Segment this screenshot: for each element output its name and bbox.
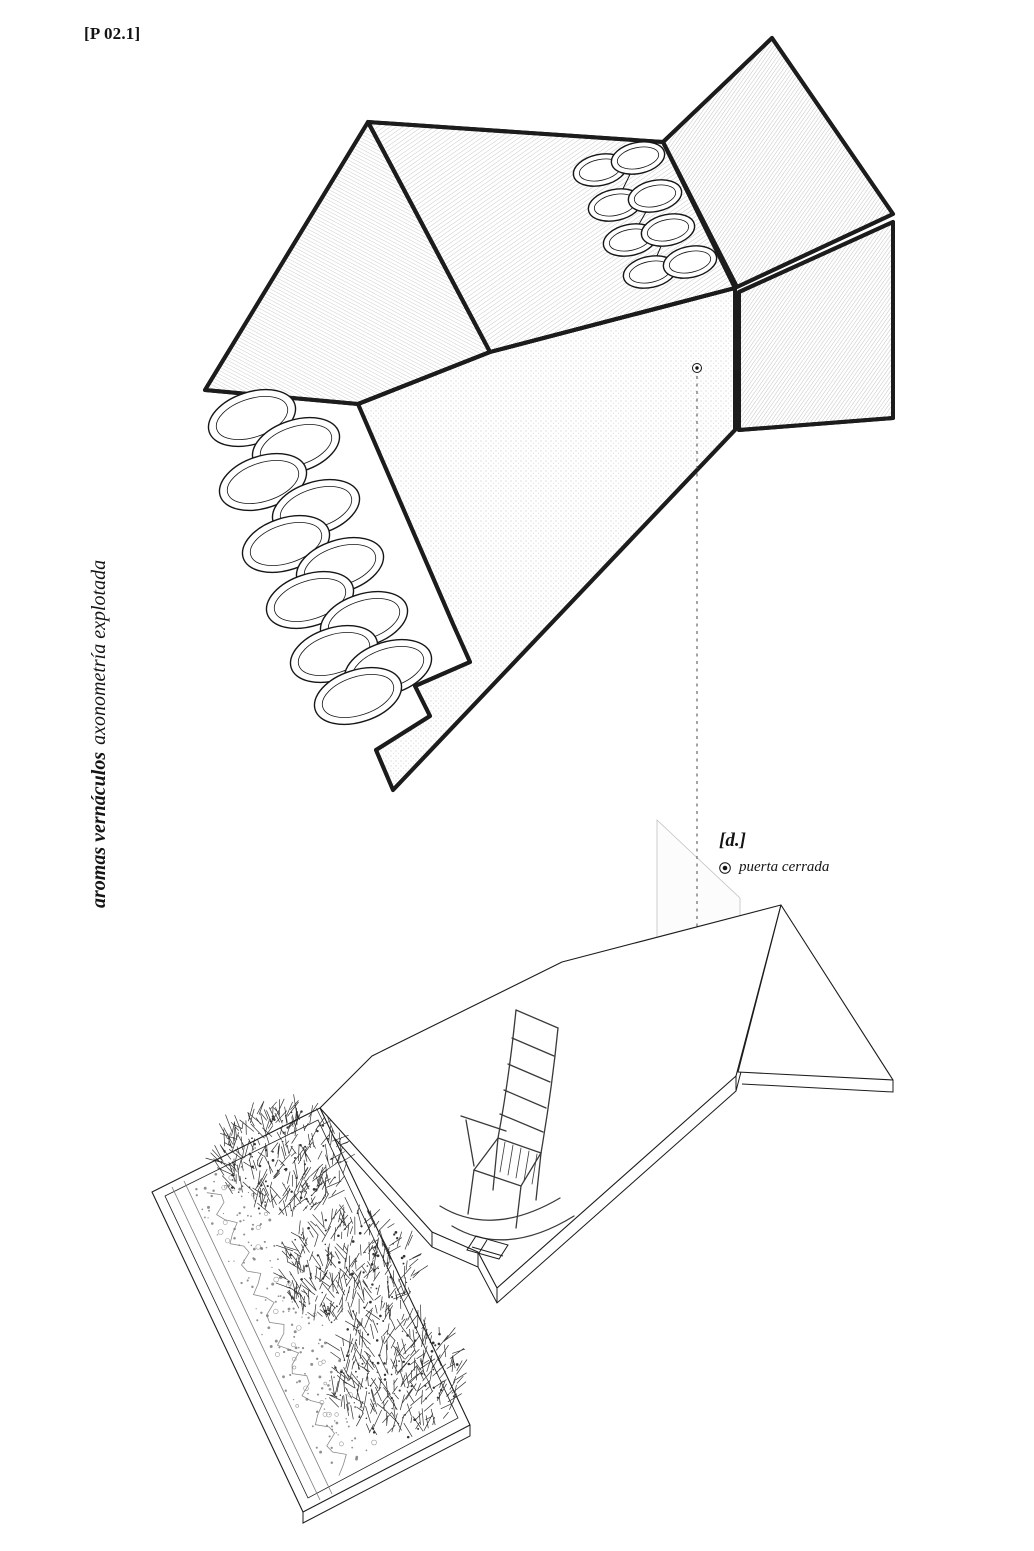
legend-text: puerta cerrada [739, 859, 830, 875]
shoreline-wave [206, 1192, 347, 1476]
sheet-reference: [P 02.1] [84, 24, 141, 43]
planter-strip-thickness [302, 1425, 471, 1524]
water-channel-line-1 [171, 1186, 321, 1501]
ground-plane [151, 904, 894, 1524]
ground-plate [319, 904, 782, 1289]
legend-row: puerta cerrada [718, 859, 829, 876]
detail-label: [d.] [719, 830, 746, 851]
water-channel-line-2 [183, 1180, 333, 1495]
door-marker-top [692, 363, 702, 373]
rocking-chair [439, 1009, 575, 1241]
book [466, 1235, 509, 1260]
exploded-roof [203, 36, 895, 792]
ground-wing-thickness [741, 1080, 894, 1093]
ground-wing-right [737, 904, 894, 1081]
door-marker-icon [719, 861, 731, 874]
roof-disc-cluster-top [572, 141, 718, 289]
roof-disc-cluster-left [207, 388, 433, 726]
lavender-bushes [205, 1094, 468, 1439]
planter-strip-inset [164, 1119, 459, 1499]
